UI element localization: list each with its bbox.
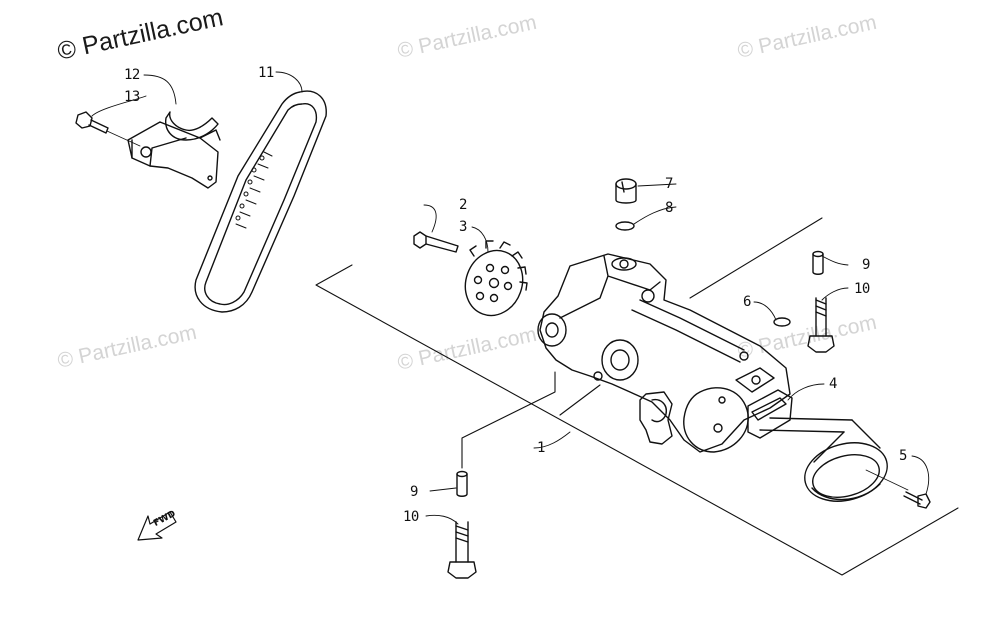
callout-11: 11 [258,65,274,81]
drive-chain [194,90,327,313]
oil-strainer [747,389,909,502]
callout-7: 7 [665,176,673,192]
bolt-13 [75,111,141,147]
callout-8: 8 [665,200,673,216]
callout-9-right: 9 [862,257,870,273]
callout-2: 2 [459,197,467,213]
callout-12: 12 [124,67,140,83]
bolt-2 [413,231,459,253]
dowel-pin-left [456,470,468,497]
oil-pump-body [537,253,791,453]
callout-3: 3 [459,219,467,235]
callout-5: 5 [899,448,907,464]
callout-6: 6 [743,294,751,310]
collar-7 [615,178,637,204]
callout-10-right: 10 [854,281,870,297]
o-ring-6 [773,317,791,327]
callout-9-left: 9 [410,484,418,500]
assembly-outline [315,217,959,576]
bolt-10-right [807,297,835,353]
leader-lines [91,71,930,525]
sprocket [464,240,528,317]
callout-4: 4 [829,376,837,392]
bolt-10-left [447,521,477,579]
callout-13: 13 [124,89,140,105]
bolt-5 [903,491,931,509]
callout-10-left: 10 [403,509,419,525]
o-ring-8 [615,221,635,231]
chain-tensioner [127,111,221,189]
dowel-pin-right [812,250,824,275]
callout-1: 1 [537,440,545,456]
forward-arrow-icon [137,511,177,541]
